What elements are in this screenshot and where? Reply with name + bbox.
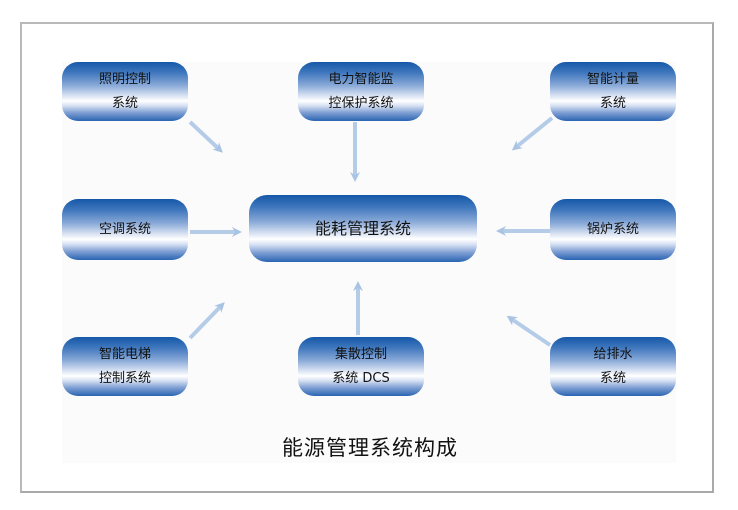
diagram-caption: 能源管理系统构成 [282, 436, 458, 460]
node-label-line: 系统 DCS [332, 370, 390, 386]
node-label-line: 智能计量 [586, 71, 639, 87]
node-label-line: 系统 [599, 370, 626, 386]
arrow-elevator [188, 302, 225, 340]
node-label-line: 集散控制 [334, 346, 387, 362]
node-label-line: 控保护系统 [328, 95, 394, 111]
node-label-line: 给排水 [593, 346, 633, 362]
node-label-line: 系统 [111, 95, 138, 111]
node-boiler: 锅炉系统 [550, 199, 676, 260]
arrow-water [506, 315, 552, 347]
node-label-line: 照明控制 [98, 71, 151, 87]
node-power-monitoring: 电力智能监 控保护系统 [298, 62, 424, 121]
node-water-supply-drainage: 给排水 系统 [550, 337, 676, 396]
arrow-lighting [188, 120, 223, 153]
center-label: 能耗管理系统 [314, 218, 411, 238]
node-hvac: 空调系统 [62, 199, 188, 260]
node-label-line: 智能电梯 [98, 346, 151, 362]
node-lighting-control: 照明控制 系统 [62, 62, 188, 121]
node-label-line: 电力智能监 [328, 71, 394, 87]
arrow-metering [511, 116, 554, 151]
node-label-line: 锅炉系统 [586, 221, 639, 237]
node-smart-metering: 智能计量 系统 [550, 62, 676, 121]
node-label-line: 系统 [599, 95, 626, 111]
diagram-background [62, 62, 676, 463]
node-smart-elevator: 智能电梯 控制系统 [62, 337, 188, 396]
node-dcs: 集散控制 系统 DCS [298, 337, 424, 396]
node-label-line: 空调系统 [98, 221, 151, 237]
node-label-line: 控制系统 [98, 370, 151, 386]
node-energy-management-center: 能耗管理系统 [249, 195, 477, 262]
